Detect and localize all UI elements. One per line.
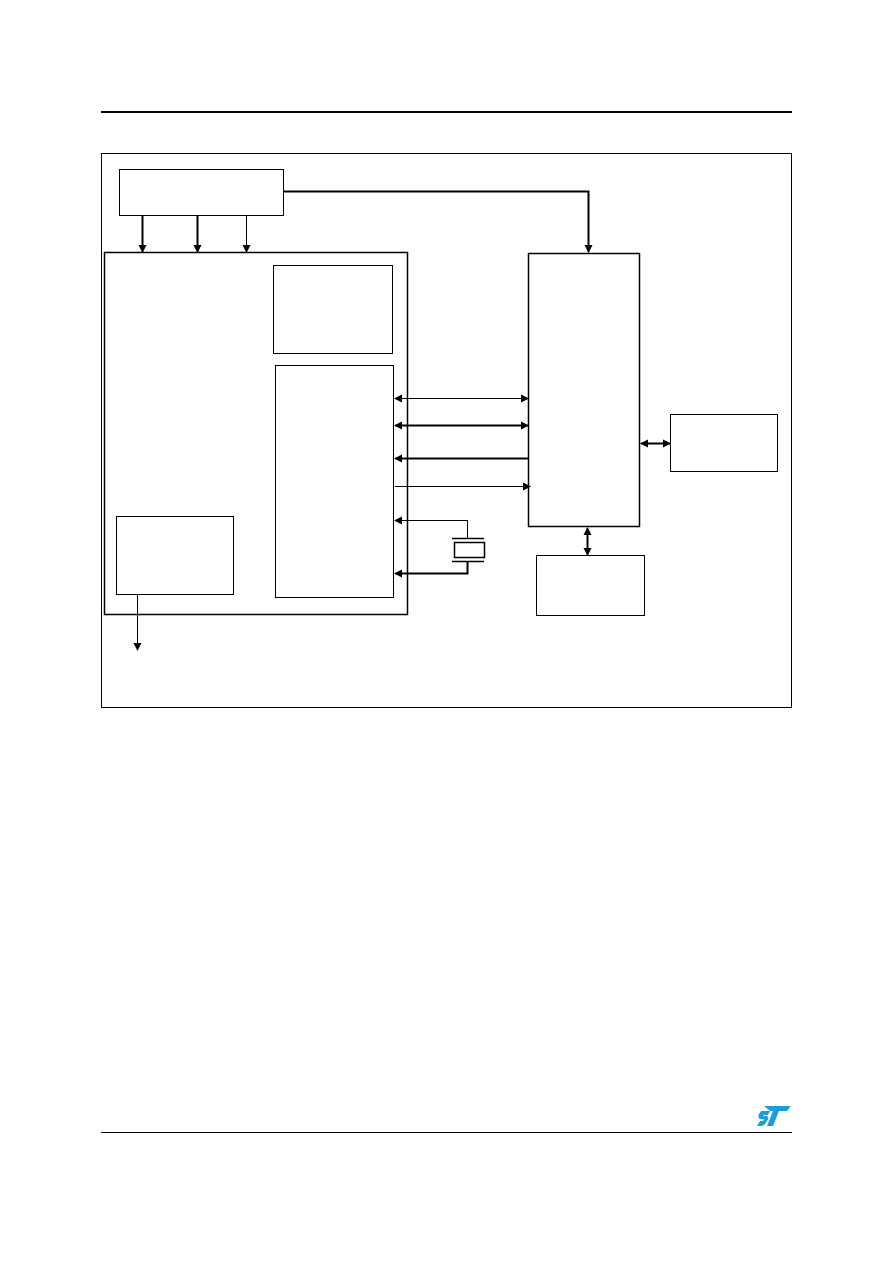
connector-arrow [284,190,593,253]
figure-frame [101,153,792,708]
main-device-block [103,251,409,616]
upper-inner-block [273,265,393,354]
center-device-block [527,252,641,528]
footer-rule [101,1132,792,1133]
right-small-block [670,414,778,472]
bottom-center-block [536,555,645,616]
st-logo-icon [757,1106,791,1126]
top-left-block [119,169,284,216]
crystal-symbol [452,537,486,563]
header-rule [101,111,792,113]
crystal-connector [394,562,469,578]
crystal-connector [394,516,468,538]
lower-left-inner-block [116,516,234,595]
interface-block [275,365,394,598]
